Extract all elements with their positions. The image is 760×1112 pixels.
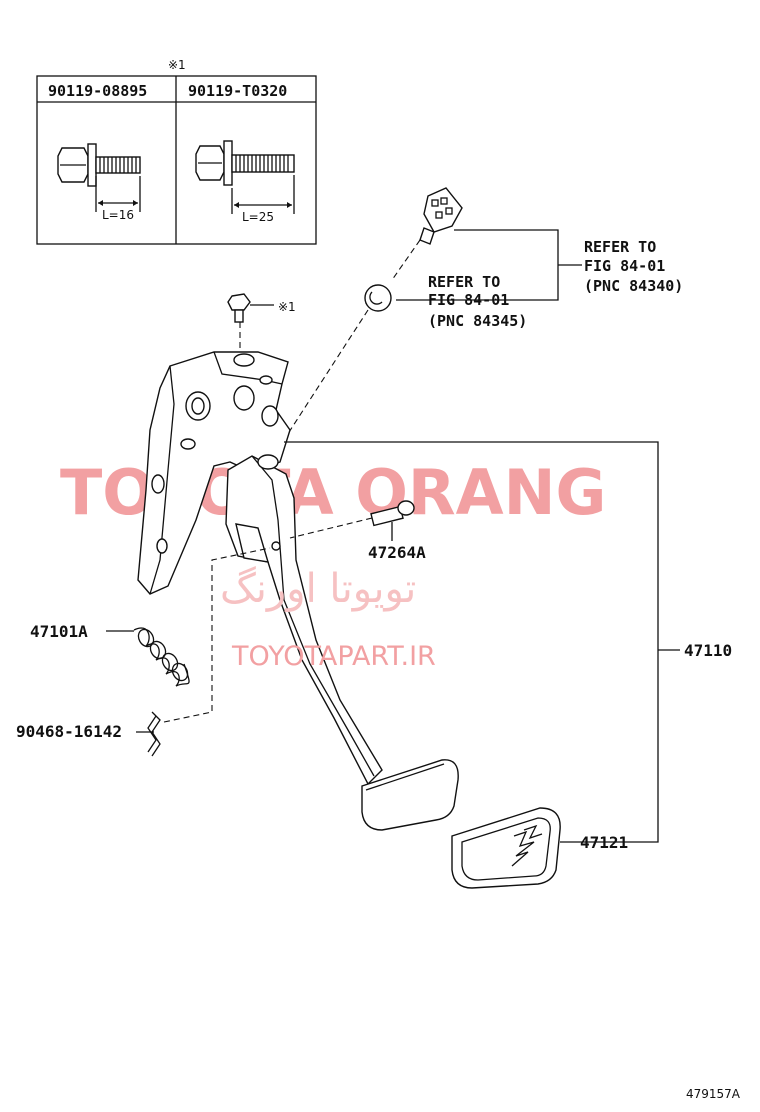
- label-clip: 90468-16142: [16, 722, 122, 741]
- label-assembly: 47110: [684, 641, 732, 660]
- bolt-table: ※1 90119-08895 90119-T0320 L=16: [36, 58, 317, 245]
- ref-2-line-3: (PNC 84345): [428, 312, 527, 330]
- bracket-bolt-note: ※1: [278, 300, 296, 314]
- pedal-arm-icon: [225, 454, 383, 786]
- bracket-bolt-icon: ※1: [227, 293, 296, 323]
- table-note-mark: ※1: [168, 58, 186, 72]
- ref-1-line-1: REFER TO: [584, 238, 656, 256]
- bolt-length-2: L=25: [242, 210, 274, 224]
- ref-note-clip: REFER TO FIG 84-01 (PNC 84345): [428, 273, 527, 330]
- bolt-length-1: L=16: [102, 208, 134, 222]
- bolt-part-number-2: 90119-T0320: [188, 82, 287, 100]
- pedal-bracket-icon: [137, 351, 291, 595]
- pedal-pad-icon: [361, 759, 459, 831]
- return-spring-icon: [133, 627, 190, 687]
- switch-clip-icon: [364, 284, 392, 312]
- ref-note-switch: REFER TO FIG 84-01 (PNC 84340): [584, 238, 683, 295]
- stop-lamp-switch-icon: [419, 187, 463, 245]
- pad-cover-icon: [451, 807, 561, 889]
- watermark-site: TOYOTAPART.IR: [231, 641, 436, 672]
- ref-1-line-3: (PNC 84340): [584, 277, 683, 295]
- ref-2-line-2: FIG 84-01: [428, 291, 509, 309]
- ref-1-line-2: FIG 84-01: [584, 257, 665, 275]
- bolt-long-icon: L=25: [195, 140, 295, 224]
- watermark-persian: تویوتا اورنگ: [220, 566, 416, 612]
- label-pin: 47264A: [368, 543, 426, 562]
- label-pad: 47121: [580, 833, 628, 852]
- bolt-part-number-1: 90119-08895: [48, 82, 147, 100]
- pivot-pin-icon: [370, 500, 415, 527]
- figure-id: 479157A: [686, 1087, 741, 1101]
- watermark-main: TOYOTA ORANG: [60, 456, 606, 529]
- ref-2-line-1: REFER TO: [428, 273, 500, 291]
- clip-icon: [147, 711, 161, 757]
- watermark: TOYOTA ORANG: [60, 456, 606, 529]
- bolt-short-icon: L=16: [57, 143, 141, 222]
- label-spring: 47101A: [30, 622, 88, 641]
